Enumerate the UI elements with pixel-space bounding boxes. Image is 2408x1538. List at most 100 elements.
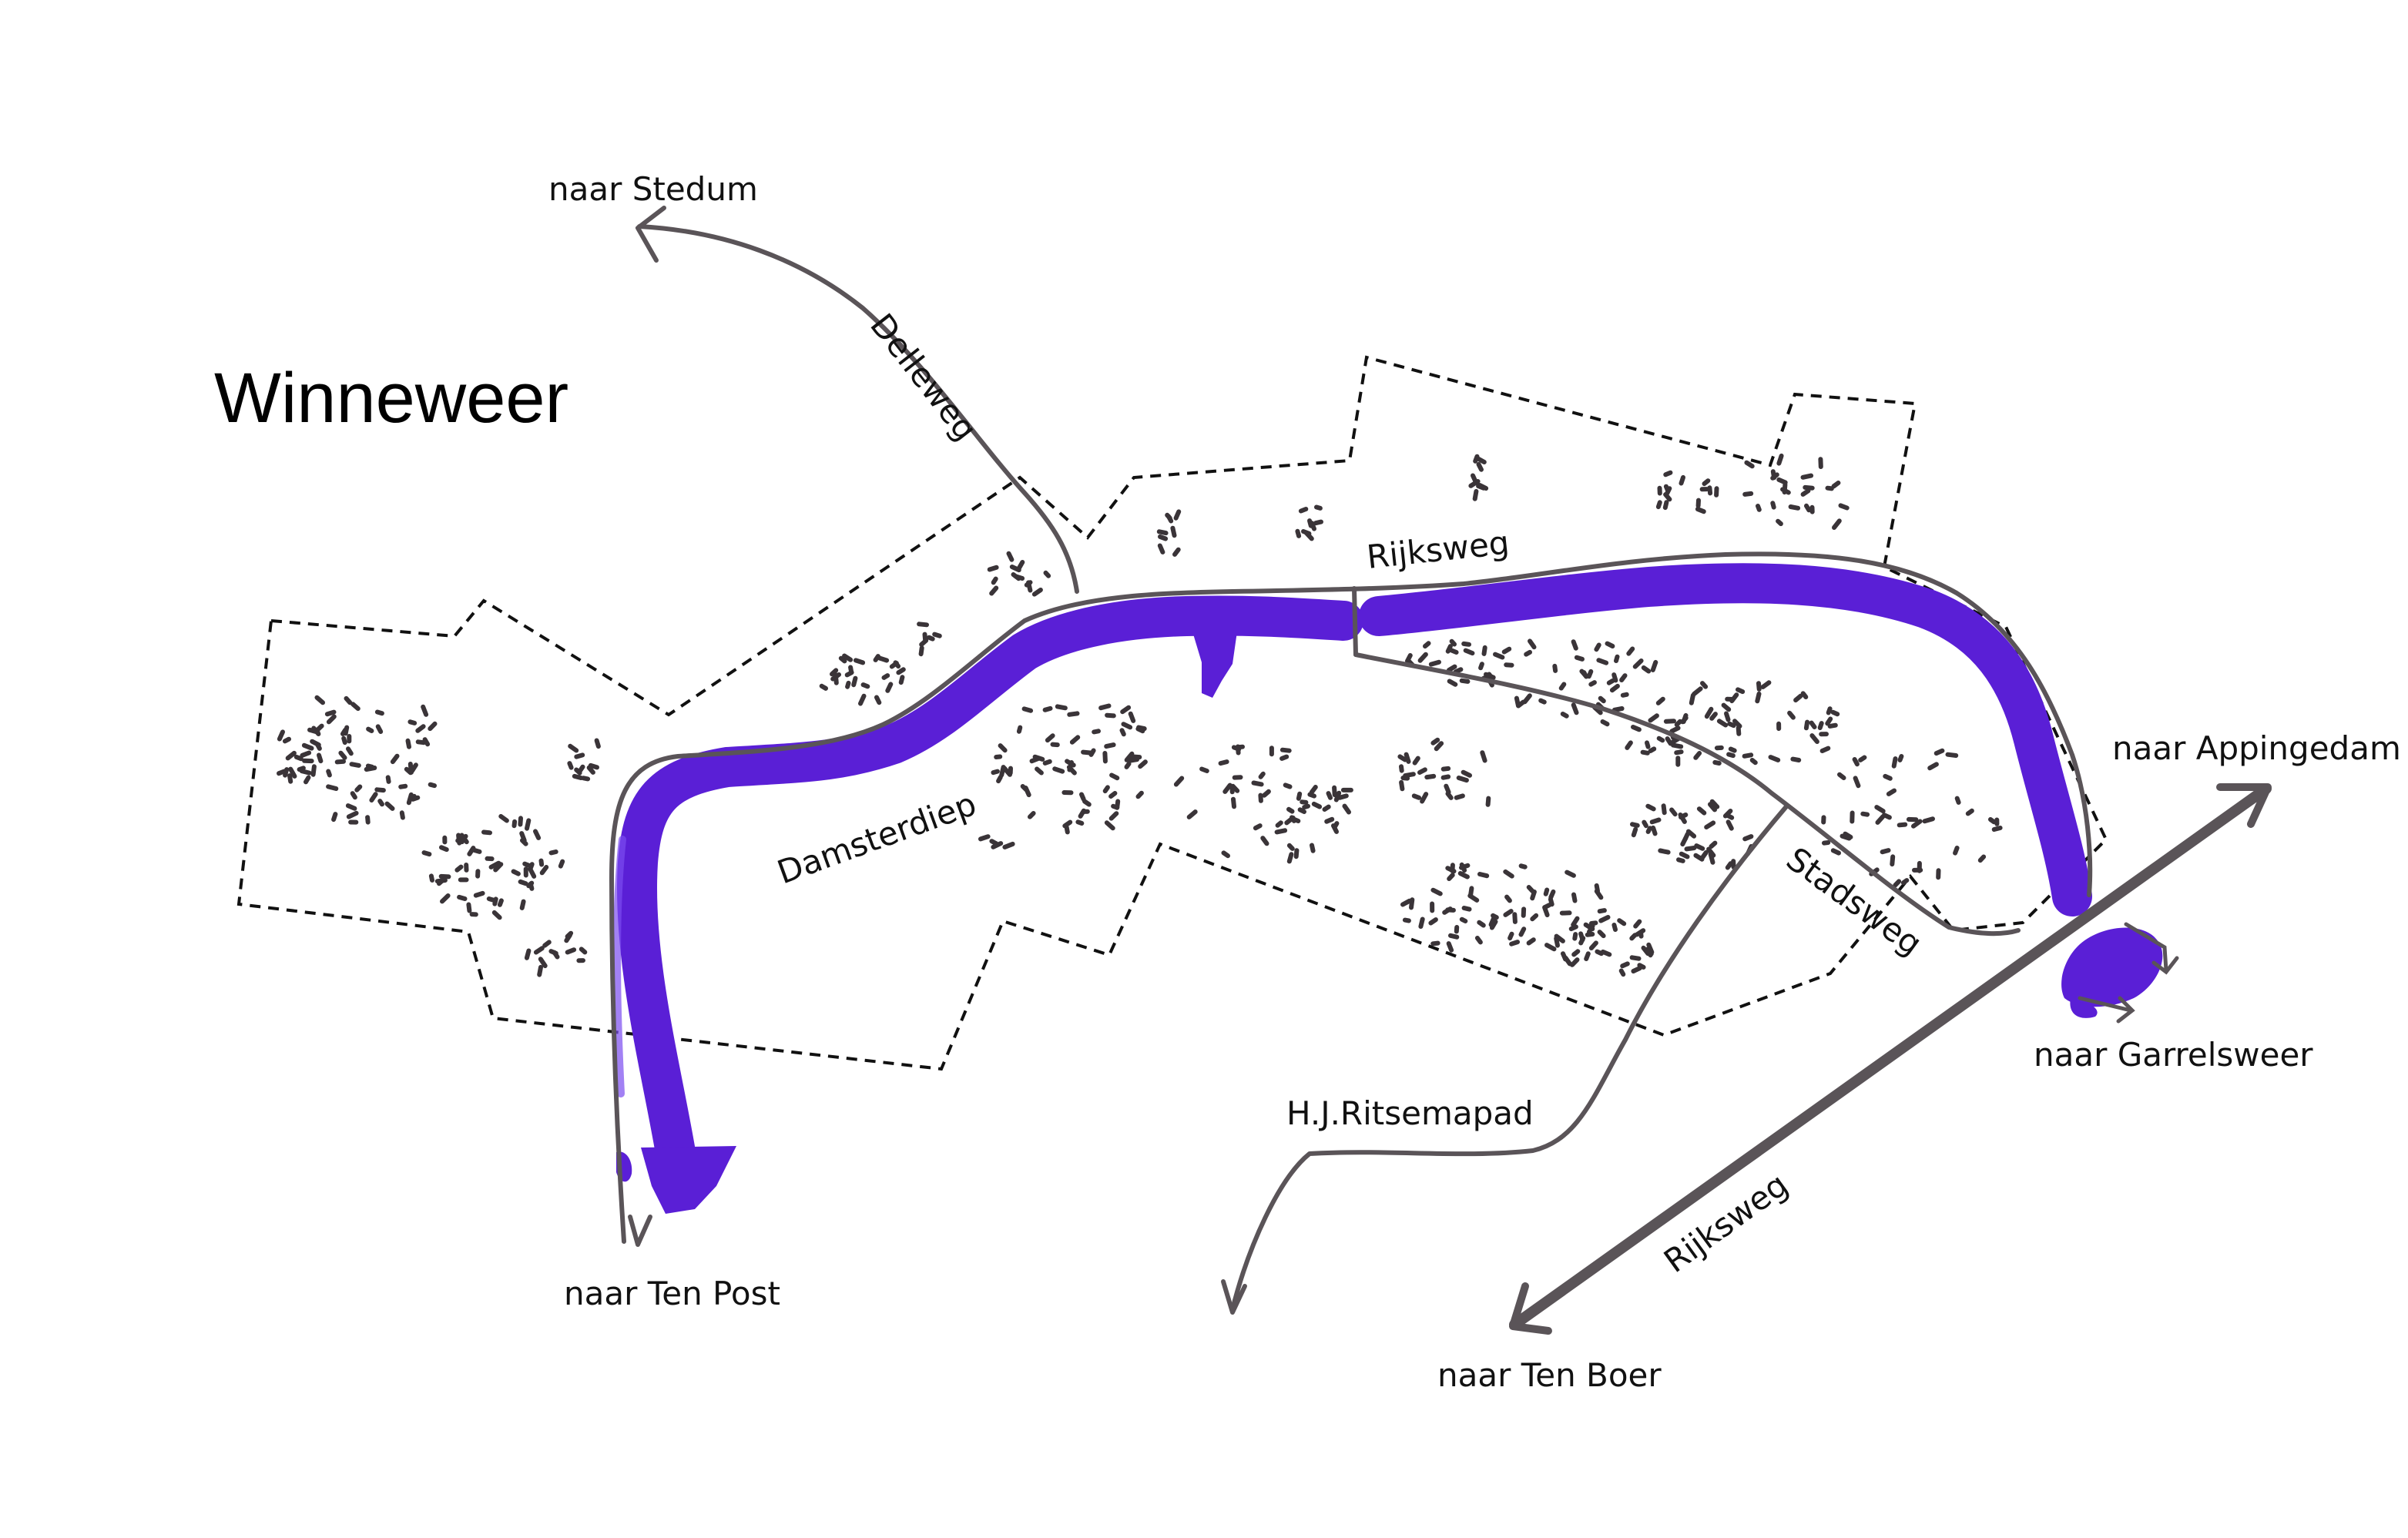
house-mark xyxy=(1279,754,1290,761)
house-mark xyxy=(1313,519,1323,526)
house-mark xyxy=(1638,930,1644,939)
house-mark xyxy=(1402,917,1411,923)
house-mark xyxy=(1897,822,1908,828)
house-mark xyxy=(819,683,828,691)
house-mark xyxy=(467,846,476,856)
house-mark xyxy=(1565,870,1576,878)
house-mark xyxy=(421,704,429,717)
house-mark xyxy=(1409,897,1415,910)
house-mark xyxy=(1838,503,1850,511)
house-mark xyxy=(1503,909,1514,917)
house-mark xyxy=(1447,647,1459,655)
house-mark xyxy=(1560,712,1569,719)
house-mark xyxy=(1756,504,1762,512)
house-mark xyxy=(1883,773,1893,781)
house-mark xyxy=(511,869,521,876)
house-mark xyxy=(1026,580,1033,593)
house-mark xyxy=(493,862,504,873)
house-mark xyxy=(1524,649,1532,657)
house-mark xyxy=(1446,941,1454,953)
house-mark xyxy=(472,848,482,854)
house-mark xyxy=(1656,735,1665,743)
house-mark xyxy=(1418,916,1425,929)
house-mark xyxy=(1911,819,1923,829)
house-mark xyxy=(1231,796,1236,809)
house-mark xyxy=(1501,646,1512,655)
house-mark xyxy=(1640,749,1650,756)
house-mark xyxy=(1620,961,1630,969)
house-mark xyxy=(1679,851,1690,859)
house-mark xyxy=(1157,543,1165,555)
house-mark xyxy=(415,724,426,733)
house-mark xyxy=(1617,918,1627,926)
house-mark xyxy=(1128,711,1136,723)
house-mark xyxy=(326,714,337,725)
house-mark xyxy=(1480,750,1487,763)
house-mark xyxy=(1641,665,1652,674)
house-mark xyxy=(1417,767,1427,775)
house-mark xyxy=(1900,878,1910,886)
house-mark xyxy=(1400,776,1410,781)
house-mark xyxy=(497,898,504,907)
house-mark xyxy=(1459,916,1468,923)
house-mark xyxy=(1650,659,1658,672)
house-mark xyxy=(1988,817,1997,825)
house-mark xyxy=(1009,565,1021,573)
house-mark xyxy=(1679,474,1685,486)
house-mark xyxy=(1880,848,1891,855)
house-mark xyxy=(1631,725,1642,732)
house-mark xyxy=(365,815,371,825)
house-mark xyxy=(1831,481,1841,489)
house-mark xyxy=(1055,704,1068,711)
house-mark xyxy=(350,791,357,800)
road-bridge-crossing xyxy=(1352,586,1358,657)
house-mark xyxy=(838,655,847,664)
house-mark xyxy=(1611,706,1625,712)
house-mark xyxy=(1830,709,1840,717)
house-mark xyxy=(1450,863,1455,873)
house-mark xyxy=(594,738,601,749)
house-mark xyxy=(1526,937,1536,946)
house-mark xyxy=(1922,816,1935,824)
house-mark xyxy=(1342,803,1351,815)
house-mark xyxy=(1732,719,1742,729)
house-mark xyxy=(1456,776,1469,783)
house-mark xyxy=(1309,785,1318,795)
house-mark xyxy=(1598,915,1611,923)
house-mark xyxy=(1726,752,1736,759)
house-mark xyxy=(574,752,585,759)
house-mark xyxy=(1296,791,1303,801)
house-mark xyxy=(1830,848,1841,856)
house-mark xyxy=(564,933,572,943)
house-mark xyxy=(1825,485,1834,491)
house-mark xyxy=(1571,639,1578,651)
house-mark xyxy=(1042,705,1053,712)
village-boundary xyxy=(236,355,2108,1071)
house-mark xyxy=(1725,861,1733,870)
house-mark xyxy=(422,737,431,747)
stedum-arrowhead xyxy=(636,206,666,263)
house-mark xyxy=(1476,461,1484,472)
house-mark xyxy=(317,752,324,764)
house-mark xyxy=(1045,733,1055,743)
house-mark xyxy=(1708,852,1715,865)
house-mark xyxy=(1522,693,1532,705)
house-mark xyxy=(1742,834,1754,842)
house-mark xyxy=(1503,869,1514,879)
house-mark xyxy=(1221,850,1230,859)
house-mark xyxy=(407,719,418,725)
house-mark xyxy=(1629,955,1642,961)
house-mark xyxy=(1231,745,1242,752)
house-mark xyxy=(1645,740,1651,749)
house-mark xyxy=(1683,832,1690,841)
house-mark xyxy=(1488,915,1497,927)
house-mark xyxy=(1512,912,1518,924)
house-mark xyxy=(345,803,357,811)
house-mark xyxy=(374,787,386,793)
house-mark xyxy=(1826,706,1833,715)
house-mark xyxy=(1744,460,1755,469)
house-mark xyxy=(1493,652,1505,660)
house-mark xyxy=(1293,848,1300,859)
house-mark xyxy=(996,775,1003,784)
house-mark xyxy=(848,665,854,675)
